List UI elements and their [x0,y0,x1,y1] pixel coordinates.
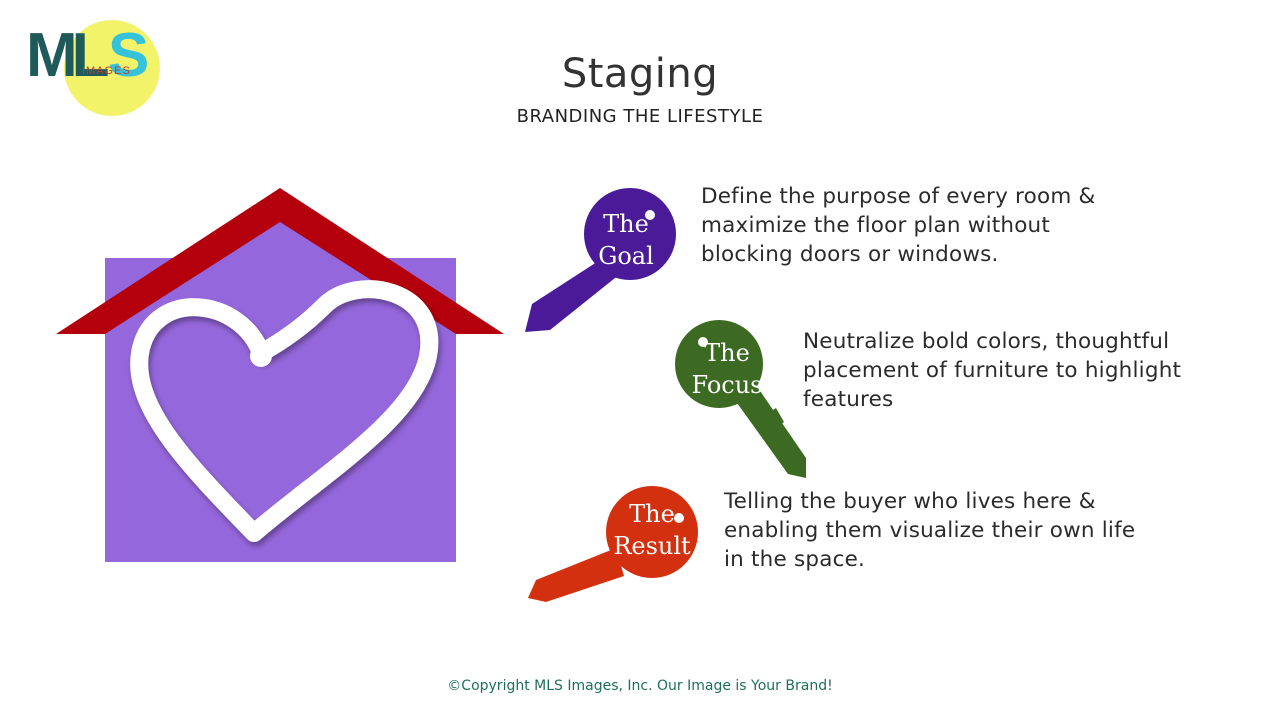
svg-text:IMAGES: IMAGES [82,65,131,77]
focus-description: Neutralize bold colors, thoughtful place… [803,329,1182,412]
copyright-footer: ©Copyright MLS Images, Inc. Our Image is… [447,678,833,694]
key-label-goal: The Goal [587,208,665,272]
mls-images-logo: ML S IMAGES [26,16,176,120]
key-label-result: The Result [605,498,699,562]
svg-text:ML: ML [26,21,108,90]
heart-icon [130,280,439,542]
key-result-line2: Result [613,532,691,560]
key-icon-focus [675,320,806,478]
page-title: Staging [561,51,719,97]
svg-text:S: S [108,21,149,90]
house-roof [56,188,504,334]
result-description: Telling the buyer who lives here & enabl… [724,489,1136,572]
key-goal-line1: The [603,210,649,238]
key-goal-line2: Goal [598,242,654,270]
key-label-focus: The Focus [681,337,773,401]
page-subtitle: BRANDING THE LIFESTYLE [516,106,764,127]
goal-description: Define the purpose of every room & maxim… [701,184,1096,267]
key-result-line1: The [629,500,675,528]
house-heart-illustration [56,188,506,564]
key-focus-line1: The [704,339,750,367]
key-icon-goal [525,188,676,332]
key-focus-line2: Focus [691,371,763,399]
key-icon-result [528,486,698,602]
